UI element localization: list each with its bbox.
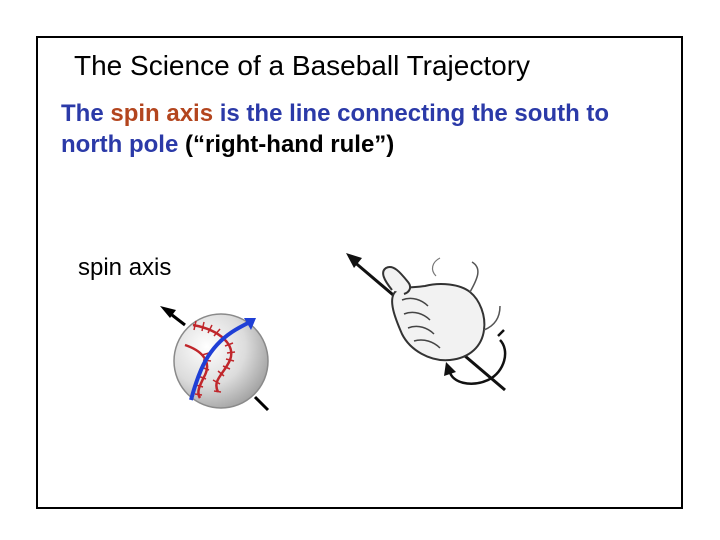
slide-frame — [36, 36, 683, 509]
baseball-icon — [173, 313, 269, 409]
subtitle-rule-text: (“right-hand rule”) — [184, 131, 395, 158]
spin-axis-label: spin axis — [78, 254, 172, 281]
right-hand-rule-icon — [346, 253, 507, 392]
slide-subtitle: The spin axis is the line connecting the… — [61, 98, 661, 160]
subtitle-text-1: The — [61, 100, 111, 127]
subtitle-highlight: spin axis — [110, 100, 214, 127]
spin-axis-arrow — [160, 306, 270, 412]
slide-title: The Science of a Baseball Trajectory — [74, 50, 531, 81]
subtitle-text-2: is the line connecting the south to nort… — [61, 100, 610, 158]
